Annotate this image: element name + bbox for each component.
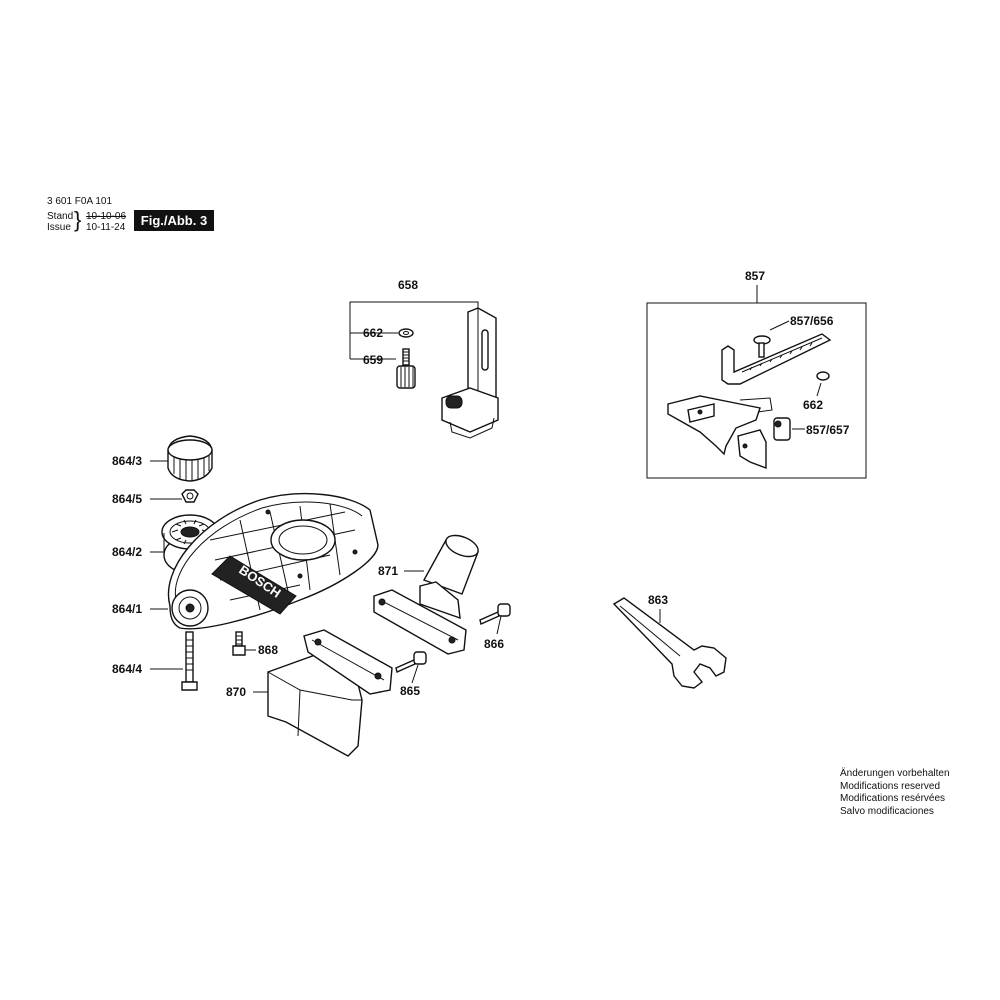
washer-662 [398, 328, 414, 338]
callout-868: 868 [258, 643, 278, 657]
thumb-screw-857-656 [753, 335, 771, 358]
brace-icon: } [74, 207, 82, 232]
callout-864-5: 864/5 [112, 492, 142, 506]
nut-864-5 [181, 489, 199, 503]
part-number: 3 601 F0A 101 [47, 196, 113, 207]
guide-fence-plate [667, 395, 773, 470]
adapter-871 [373, 534, 479, 655]
group-864: 864/3 864/5 864/2 864/1 864/4 [112, 435, 379, 691]
leader-662b [816, 382, 822, 397]
group-866: 866 [479, 603, 511, 651]
callout-864-3: 864/3 [112, 454, 142, 468]
group-658: 658 662 659 [349, 278, 499, 439]
note-es: Salvo modificaciones [840, 805, 934, 817]
callout-864-1: 864/1 [112, 602, 142, 616]
angle-bracket-658 [441, 307, 499, 439]
callout-865: 865 [400, 684, 420, 698]
group-871: 871 [373, 534, 479, 655]
modification-notes: Änderungen vorbehalten Modifications res… [840, 768, 950, 818]
figure-badge: Fig./Abb. 3 [134, 210, 214, 231]
callout-857-657: 857/657 [806, 423, 850, 437]
knob-864-3 [167, 435, 213, 482]
group-865: 865 [395, 651, 427, 698]
callout-864-2: 864/2 [112, 545, 142, 559]
leader-bracket-658 [349, 301, 479, 333]
callout-871: 871 [378, 564, 398, 578]
note-en: Modifications reserved [840, 780, 941, 792]
leader-866 [496, 615, 502, 635]
callout-658: 658 [398, 278, 418, 292]
base-plate-864-1: BOSCH [167, 492, 379, 630]
callout-857: 857 [745, 269, 765, 283]
callout-866: 866 [484, 637, 504, 651]
callout-662-b: 662 [803, 398, 823, 412]
thumb-screw-659 [396, 348, 416, 389]
callout-659: 659 [363, 353, 383, 367]
group-863: 863 [612, 593, 727, 689]
leader-857-656 [769, 320, 790, 331]
screw-865 [395, 651, 427, 673]
callout-662-a: 662 [363, 326, 383, 340]
group-870: 870 [226, 629, 393, 757]
group-868: 868 [232, 631, 278, 657]
stand-label: Stand [47, 211, 74, 222]
issue-date: 10-11-24 [86, 222, 126, 233]
washer-hole [403, 331, 409, 335]
screw-866 [479, 603, 511, 625]
stand-date: 10-10-06 [86, 211, 127, 222]
group-857: 857 857/656 662 857/657 [646, 269, 867, 479]
box-857 [646, 302, 867, 479]
washer-662-b [816, 371, 830, 381]
issue-label: Issue [47, 222, 71, 233]
wrench-863 [612, 597, 727, 689]
callout-857-656: 857/656 [790, 314, 834, 328]
screw-868 [232, 631, 246, 656]
leader-865 [411, 664, 419, 684]
callout-863: 863 [648, 593, 668, 607]
clamp-857-657 [773, 417, 791, 441]
note-fr: Modifications resérvées [840, 793, 946, 804]
bolt-864-4 [181, 631, 198, 691]
callout-870: 870 [226, 685, 246, 699]
callout-864-4: 864/4 [112, 662, 142, 676]
dust-hood-870 [267, 629, 393, 757]
guide-ruler [721, 333, 832, 385]
note-de: Änderungen vorbehalten [840, 768, 950, 779]
